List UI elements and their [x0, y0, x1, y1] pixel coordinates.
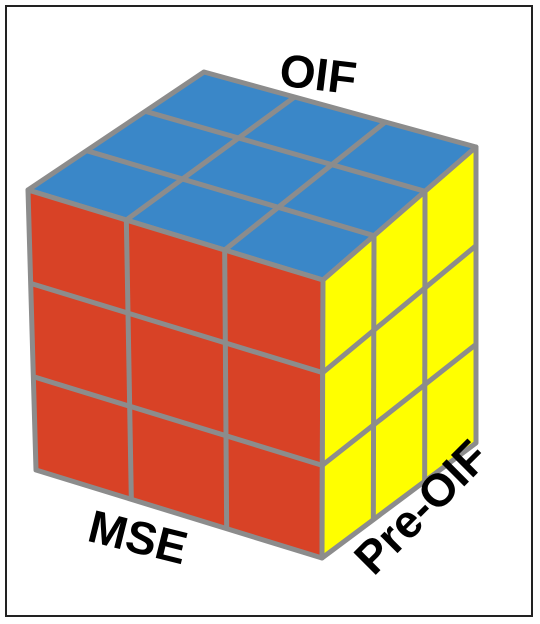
side-grid-line — [321, 243, 478, 375]
top-grid-line — [144, 108, 426, 194]
side-grid-line — [370, 235, 377, 520]
front-grid-line — [29, 280, 324, 376]
top-grid-line — [223, 120, 387, 252]
label-oif: OIF — [277, 44, 359, 105]
front-grid-line — [32, 374, 324, 468]
front-grid-line — [222, 249, 230, 529]
cube — [25, 69, 479, 561]
top-grid-line — [85, 148, 375, 239]
top-grid-line — [124, 94, 297, 223]
side-grid-line — [320, 342, 478, 468]
front-grid-line — [123, 219, 134, 500]
